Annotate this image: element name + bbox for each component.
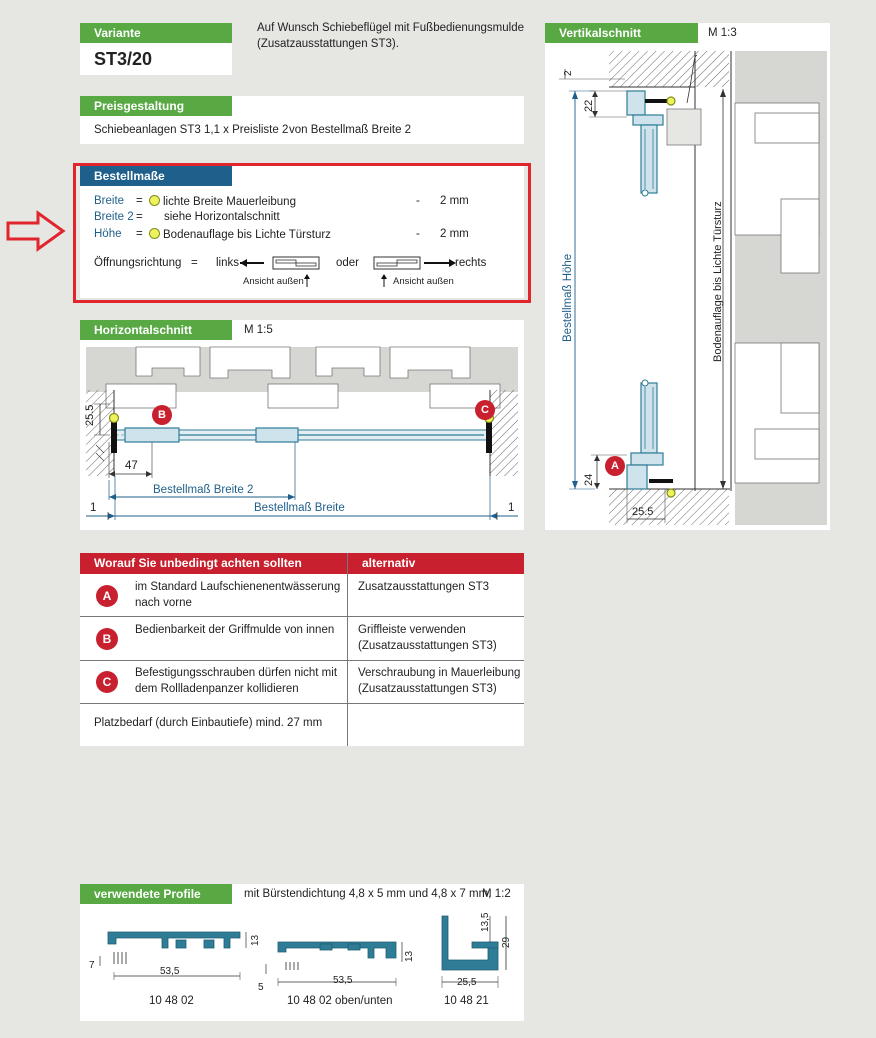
horizontal-section-drawing [86,346,518,520]
hinweise-row-divider [80,703,524,704]
vertikal-scale: M 1:3 [708,27,737,39]
profile2-dim-side: 5 [258,982,264,993]
bestell-row-breite-eq: = [136,195,143,207]
hinweis-c-right1: Verschraubung in Mauerleibung [358,667,521,679]
bestell-row-breite-value: 2 mm [440,195,469,207]
bullet-icon [149,228,160,239]
hinweise-row-divider [80,660,524,661]
v-dim-22: 22 [583,99,595,112]
hinweis-c-icon: C [96,671,118,693]
oeffnung-label: Öffnungsrichtung [94,257,182,269]
hinweise-row-divider [80,616,524,617]
bestell-row-hoehe-value: 2 mm [440,228,469,240]
profile3-dim-w: 25,5 [457,977,477,988]
opening-right-diagram-icon [373,256,456,287]
profile3-id: 10 48 21 [444,995,489,1007]
v-dim-255: 25.5 [632,506,654,518]
h-dim-breite2: Bestellmaß Breite 2 [153,484,254,496]
profile-description: mit Bürstendichtung 4,8 x 5 mm und 4,8 x… [244,888,492,900]
hinweise-header-left: Worauf Sie unbedingt achten sollten [80,553,347,574]
variante-description-line1: Auf Wunsch Schiebeflügel mit Fußbedienun… [257,22,524,34]
marker-b-icon: B [152,405,172,425]
preis-tab: Preisgestaltung [80,96,232,116]
bestell-row-breite-text: lichte Breite Mauerleibung [149,195,296,208]
oeffnung-ansicht1: Ansicht außen [243,276,304,287]
v-dim-boden: Bodenauflage bis Lichte Türsturz [712,201,724,362]
bestell-row-breite2-label: Breite 2 [94,211,134,223]
h-dim-breite: Bestellmaß Breite [254,502,345,514]
bestell-row-hoehe-text: Bodenauflage bis Lichte Türsturz [149,228,331,241]
hinweise-panel [80,553,524,746]
bestellmasse-highlight-frame [73,163,531,303]
bestell-row-breite-label: Breite [94,195,125,207]
hinweise-footer: Platzbedarf (durch Einbautiefe) mind. 27… [94,717,323,729]
profile1-id: 10 48 02 [149,995,194,1007]
profile-panel [80,884,524,1021]
v-dim-hoehe: Bestellmaß Höhe [562,253,574,342]
horizontal-tab: Horizontalschnitt [80,320,232,340]
hinweis-a-icon: A [96,585,118,607]
marker-c-icon: C [475,400,495,420]
v-dim-24: 24 [583,473,595,486]
h-dim-255: 25.5 [84,404,96,426]
profile1-dim-w: 53,5 [160,966,180,977]
bestell-row-hoehe-dash: - [416,228,420,240]
preis-text-b: 1,1 x Preisliste 2 [204,124,289,136]
h-dim-1-right: 1 [508,502,515,514]
profile3-dim-h2: 13,5 [480,912,491,932]
profile1-dim-side: 7 [89,960,95,971]
preis-text-c: von Bestellmaß Breite 2 [289,124,412,136]
profile2-id: 10 48 02 oben/unten [287,995,393,1007]
bestell-row-hoehe-label: Höhe [94,228,122,240]
profile1-dim-h: 13 [250,934,261,946]
h-dim-1-left: 1 [90,502,97,514]
horizontal-scale: M 1:5 [244,324,273,336]
oeffnung-ansicht2: Ansicht außen [393,276,454,287]
bestell-row-breite-dash: - [416,195,420,207]
hinweis-b-left1: Bedienbarkeit der Griffmulde von innen [135,624,335,636]
marker-a-icon: A [605,456,625,476]
bestell-row-breite2-eq: = [136,211,143,223]
oeffnung-oder: oder [336,257,360,269]
variante-code-box: ST3/20 [80,43,232,75]
hinweis-c-left2: dem Rollladenpanzer kollidieren [135,683,299,695]
vertikal-tab: Vertikalschnitt [545,23,698,43]
variante-tab: Variante [80,23,232,43]
bestell-row-hoehe-eq: = [136,228,143,240]
bullet-icon [149,195,160,206]
profile-tab: verwendete Profile [80,884,232,904]
v-dim-2: 2 [563,70,574,76]
vertical-section-drawing [559,51,827,525]
variante-code: ST3/20 [94,49,153,69]
preis-text-a: Schiebeanlagen ST3 [94,124,201,136]
hinweis-b-icon: B [96,628,118,650]
hinweis-b-right2: (Zusatzausstattungen ST3) [358,640,497,652]
profile2-dim-w: 53,5 [333,975,353,986]
opening-left-diagram-icon [240,256,320,287]
oeffnung-links: links [216,257,240,269]
variante-description-line2: (Zusatzausstattungen ST3). [257,38,399,50]
profile-drawings [99,915,507,988]
hinweise-col-divider [347,553,348,746]
profile3-dim-h: 29 [501,936,512,948]
pointer-arrow-icon [6,210,66,252]
hinweis-a-left2: nach vorne [135,597,192,609]
oeffnung-eq: = [191,257,198,269]
hinweis-c-left1: Befestigungsschrauben dürfen nicht mit [135,667,338,679]
hinweis-a-right1: Zusatzausstattungen ST3 [358,581,490,593]
hinweise-header-right: alternativ [348,553,524,574]
hinweis-b-right1: Griffleiste verwenden [358,624,466,636]
hinweis-c-right2: (Zusatzausstattungen ST3) [358,683,497,695]
h-dim-47: 47 [125,460,138,472]
profile-scale: M 1:2 [482,888,511,900]
hinweis-a-left1: im Standard Laufschienenentwässerung [135,581,341,593]
bestell-row-breite2-text: siehe Horizontalschnitt [164,211,280,223]
profile2-dim-h: 13 [404,950,415,962]
oeffnung-rechts: rechts [455,257,487,269]
bestellmasse-tab: Bestellmaße [80,166,232,186]
